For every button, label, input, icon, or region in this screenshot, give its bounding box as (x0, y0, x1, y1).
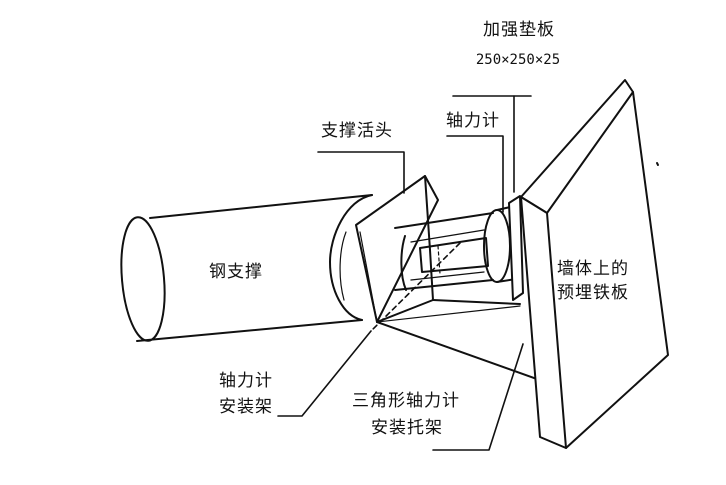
label-steel-strut: 钢支撑 (209, 262, 263, 282)
label-reinforcing-plate: 加强垫板 (483, 20, 555, 40)
leader-axial-gauge (446, 135, 504, 213)
label-gauge-mount-line1: 轴力计 (219, 371, 273, 391)
wall-embedded-plate (520, 79, 669, 449)
steel-strut (120, 194, 373, 342)
support-head-plate (355, 175, 439, 323)
leader-triangle-bracket (432, 343, 524, 451)
label-support-head: 支撑活头 (321, 121, 393, 141)
label-gauge-mount-line2: 安装架 (219, 397, 273, 417)
leader-support-head (317, 151, 405, 194)
label-triangle-bracket-line1: 三角形轴力计 (352, 391, 460, 411)
leader-gauge-mount-dashed (370, 242, 461, 332)
label-wall-plate-line2: 预埋铁板 (557, 283, 629, 303)
reinforcing-pad-plate (508, 195, 524, 301)
speck (656, 162, 659, 166)
label-axial-gauge: 轴力计 (446, 111, 500, 131)
triangle-bracket (376, 299, 549, 384)
label-triangle-bracket-line2: 安装托架 (371, 418, 443, 438)
leader-lines (277, 95, 532, 451)
leader-gauge-mount (277, 330, 372, 417)
label-reinforcing-plate-size: 250×250×25 (475, 52, 561, 68)
label-wall-plate-line1: 墙体上的 (557, 259, 629, 279)
